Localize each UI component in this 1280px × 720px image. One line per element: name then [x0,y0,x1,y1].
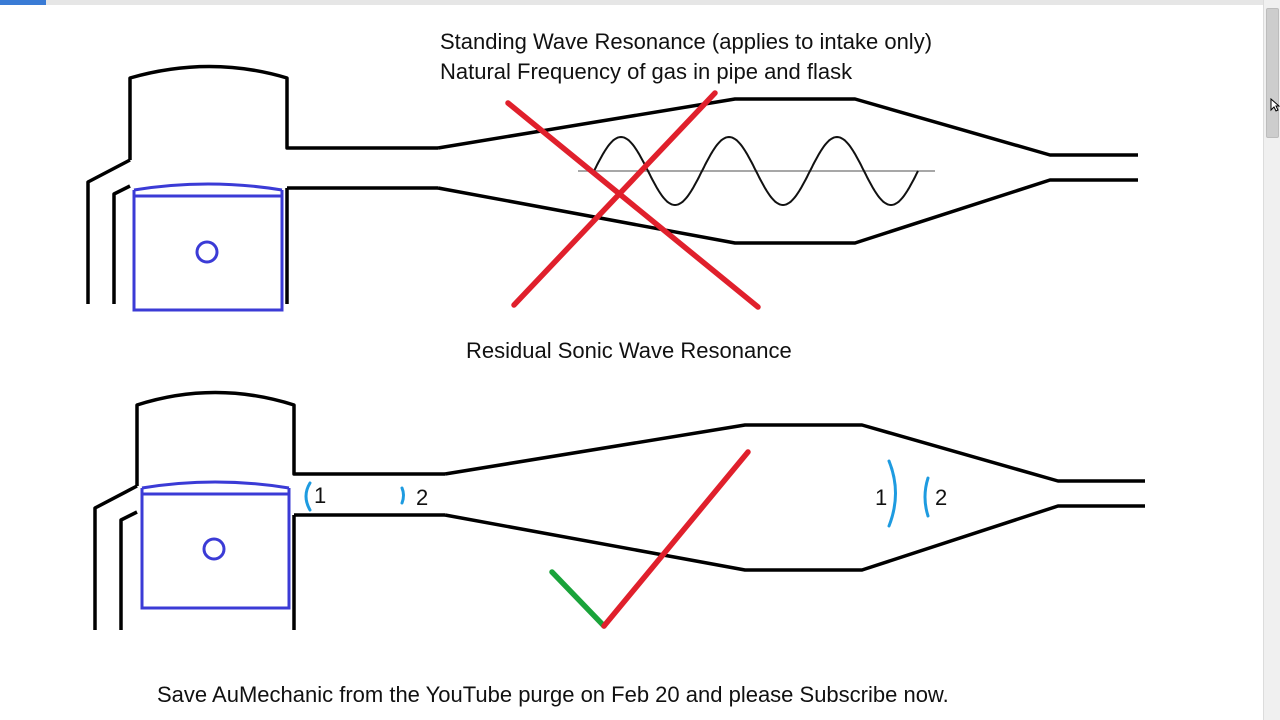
top-cross-mark [505,90,761,310]
bottom-piston [140,480,291,610]
check-green-stroke [549,569,607,629]
top-title-line2: Natural Frequency of gas in pipe and fla… [440,59,853,84]
marker-arc-flask-right [923,476,930,518]
check-red-stroke [601,449,751,629]
bottom-engine [93,390,1145,630]
bottom-pulse-markers [304,459,930,528]
top-outer-wall [86,158,131,304]
top-flask-upper [437,97,1138,157]
bottom-check-mark [549,449,751,629]
top-cylinder-head [128,64,438,160]
marker-arc-pipe-mid [400,486,405,505]
bottom-title: Residual Sonic Wave Resonance [466,338,792,363]
bottom-flask-lower [444,504,1145,572]
marker-arc-pipe-entry [304,481,312,512]
bottom-flask-upper [444,423,1145,483]
top-piston-pin [195,240,219,264]
bottom-piston-pin [202,537,226,561]
marker-label-pipe-mid: 2 [416,485,429,510]
window-top-tab[interactable] [0,0,46,5]
marker-label-pipe-entry: 1 [314,483,327,508]
marker-label-flask-right: 2 [935,485,948,510]
marker-label-flask-left: 1 [875,485,888,510]
top-inner-wall [112,184,131,304]
marker-arc-flask-left [887,459,897,528]
bottom-cylinder-head [135,390,445,486]
footer-message: Save AuMechanic from the YouTube purge o… [157,682,949,707]
vertical-scrollbar[interactable] [1263,0,1280,720]
mouse-cursor-icon [1270,98,1280,112]
top-title-line1: Standing Wave Resonance (applies to inta… [440,29,933,54]
top-engine [86,64,1138,304]
window-top-strip [0,0,1264,5]
bottom-outer-wall [93,484,138,630]
top-standing-wave [593,135,919,207]
scrollbar-thumb[interactable] [1266,8,1279,138]
bottom-inner-wall [119,510,138,630]
top-piston [132,182,284,312]
top-flask-lower [437,178,1138,245]
